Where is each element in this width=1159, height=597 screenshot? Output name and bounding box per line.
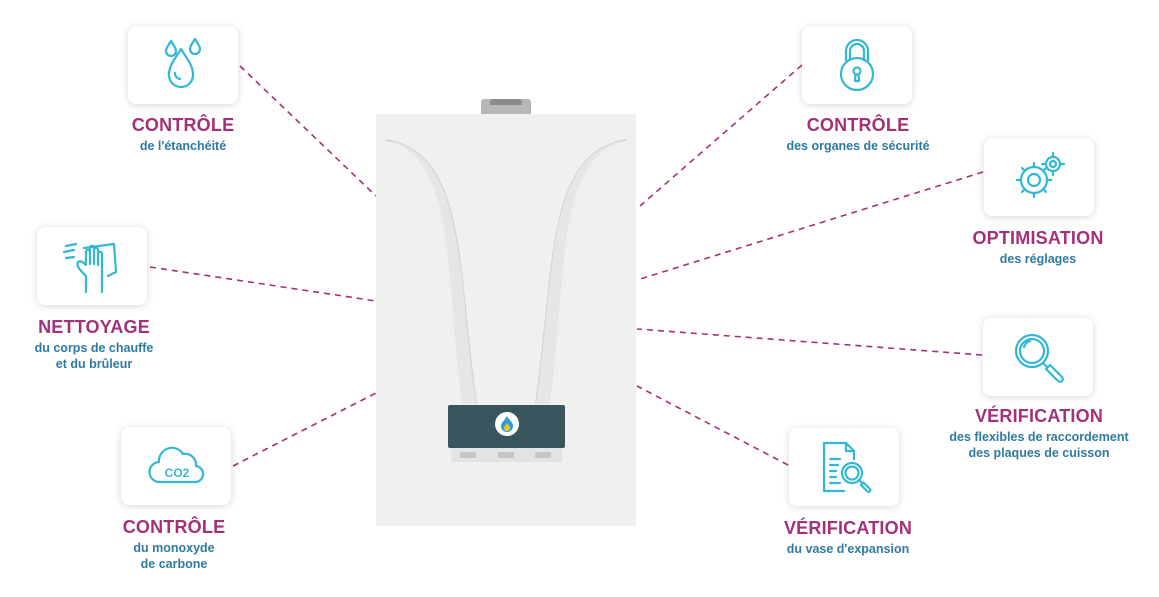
label-title: VÉRIFICATION [974, 406, 1104, 426]
card-flexibles [983, 318, 1093, 396]
boiler-top-cap-inner [490, 99, 522, 105]
flame-icon [495, 412, 519, 436]
label-securite: CONTRÔLE des organes de sécurité [770, 115, 946, 154]
label-title: CONTRÔLE [122, 517, 226, 537]
label-title: VÉRIFICATION [783, 518, 913, 538]
label-monoxyde: CONTRÔLE du monoxyde de carbone [86, 517, 262, 572]
label-etancheite: CONTRÔLE de l'étanchéité [96, 115, 270, 154]
label-subtitle-line2: des plaques de cuisson [968, 445, 1110, 460]
label-flexibles: VÉRIFICATION des flexibles de raccordeme… [928, 406, 1150, 461]
magnifier-icon [1014, 333, 1064, 383]
card-reglages [984, 138, 1094, 216]
label-title: OPTIMISATION [972, 228, 1104, 248]
boiler-curves [385, 139, 627, 405]
label-subtitle: des réglages [999, 251, 1077, 266]
label-nettoyage: NETTOYAGE du corps de chauffe et du brûl… [0, 317, 188, 372]
card-etancheite [128, 26, 238, 104]
label-title: NETTOYAGE [38, 317, 150, 337]
label-subtitle-line1: du corps de chauffe [34, 340, 154, 355]
boiler-button-middle [498, 452, 514, 458]
card-securite [802, 26, 912, 104]
label-subtitle-line2: de carbone [140, 556, 208, 571]
connector-reglages [636, 171, 984, 281]
connector-nettoyage [149, 266, 377, 302]
co2-cloud-icon: CO2 [148, 446, 205, 484]
gears-icon [1015, 151, 1066, 199]
co2-text: CO2 [165, 466, 190, 480]
connector-monoxyde [232, 392, 377, 467]
connector-flexibles [636, 328, 983, 356]
boiler-button-left [460, 452, 476, 458]
cleaning-hand-icon [62, 242, 118, 294]
boiler-body [376, 114, 636, 526]
label-subtitle-line1: du monoxyde [133, 540, 215, 555]
label-vase: VÉRIFICATION du vase d'expansion [756, 518, 940, 557]
connector-vase [636, 385, 789, 466]
label-subtitle: de l'étanchéité [139, 138, 227, 153]
padlock-icon [839, 38, 875, 92]
label-title: CONTRÔLE [806, 115, 910, 135]
water-drops-icon [164, 37, 202, 89]
label-title: CONTRÔLE [131, 115, 235, 135]
label-reglages: OPTIMISATION des réglages [950, 228, 1126, 267]
label-subtitle: du vase d'expansion [786, 541, 910, 556]
label-subtitle-line1: des flexibles de raccordement [949, 429, 1129, 444]
connector-securite [639, 64, 803, 207]
card-vase [789, 428, 899, 506]
connector-etancheite [239, 65, 377, 197]
card-monoxyde: CO2 [121, 427, 231, 505]
label-subtitle-line2: et du brûleur [55, 356, 133, 371]
boiler-button-right [535, 452, 551, 458]
document-search-icon [822, 441, 872, 493]
card-nettoyage [37, 227, 147, 305]
label-subtitle: des organes de sécurité [786, 138, 930, 153]
